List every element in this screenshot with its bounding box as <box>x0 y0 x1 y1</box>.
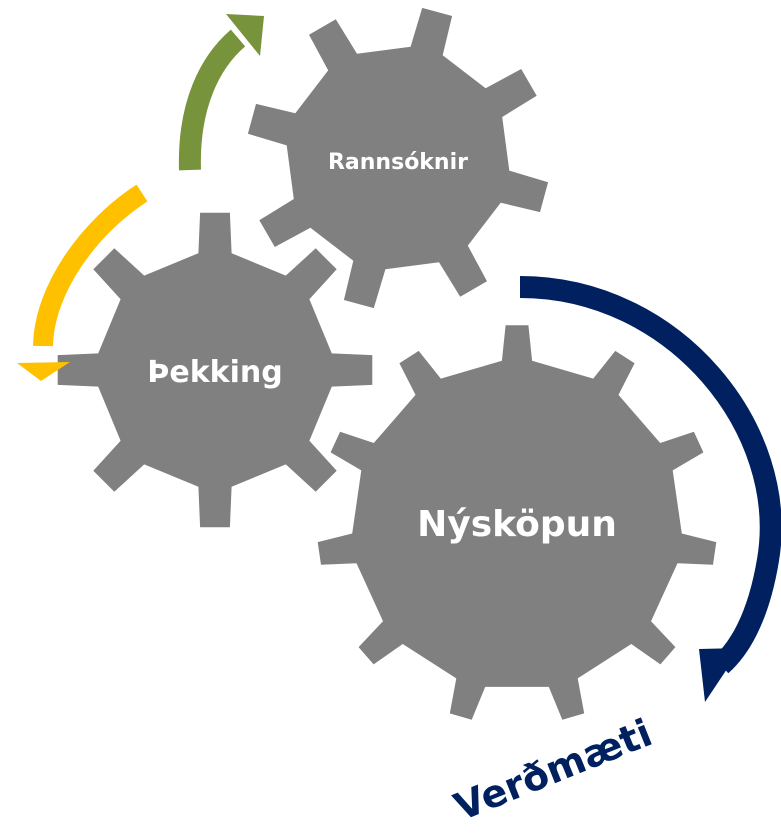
arrow-navy-head <box>699 648 741 702</box>
gear-research: Rannsóknir <box>247 7 549 309</box>
gear-knowledge-label: Þekking <box>147 355 283 390</box>
arrow-navy-body <box>519 276 781 674</box>
gear-knowledge-shape <box>57 212 373 528</box>
arrow-yellow-head <box>17 362 70 381</box>
arrow-green-body <box>178 29 246 171</box>
arrow-green-head <box>226 14 264 56</box>
arrow-green-icon <box>178 14 264 171</box>
gear-research-label: Rannsóknir <box>328 150 468 175</box>
gear-innovation-label: Nýsköpun <box>417 504 617 545</box>
gear-research-shape <box>247 7 549 309</box>
gear-knowledge: Þekking <box>57 212 373 528</box>
gear-innovation: Nýsköpun <box>317 325 717 720</box>
arrow-yellow-body <box>33 184 148 347</box>
gear-innovation-shape <box>317 325 717 720</box>
arrow-yellow-icon <box>17 184 148 381</box>
arrow-navy-icon <box>519 276 781 702</box>
output-label: Verðmæti <box>448 710 658 829</box>
